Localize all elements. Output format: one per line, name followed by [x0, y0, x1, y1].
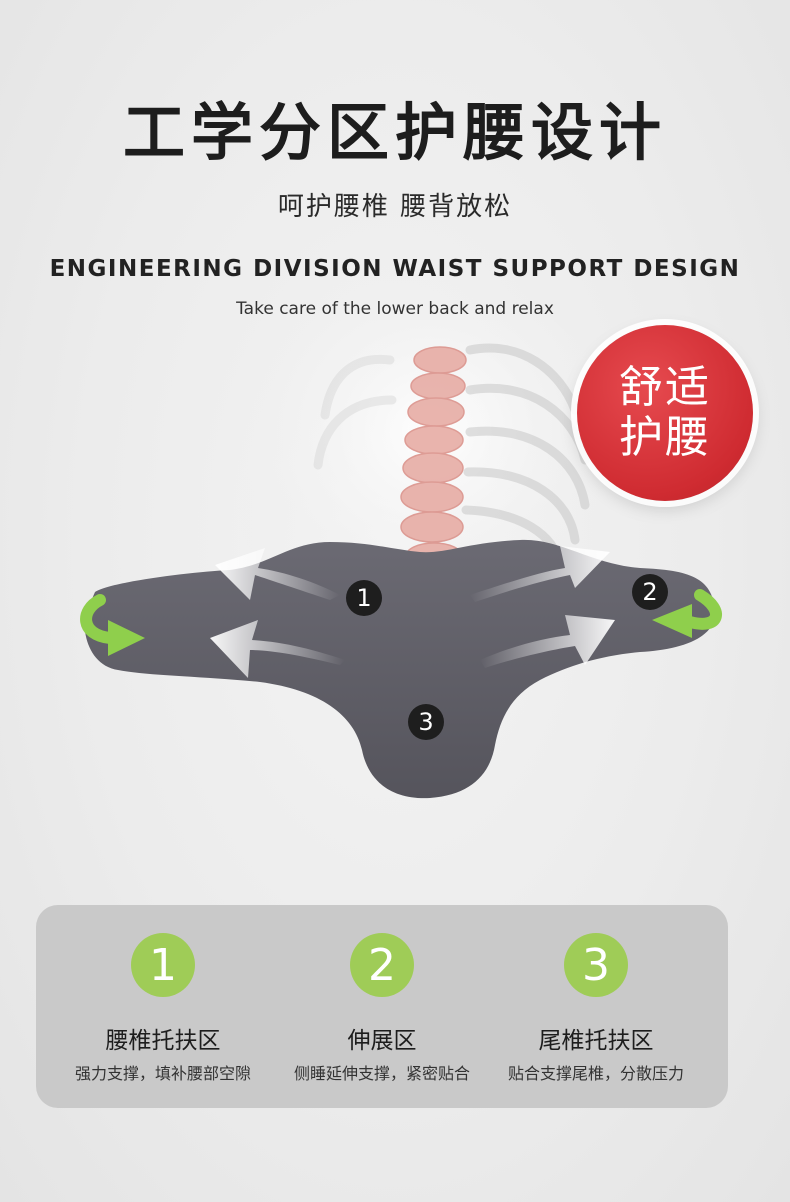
- green-rotation-arrow-left: [80, 594, 145, 656]
- lumbar-pillow: [84, 539, 716, 799]
- spine-illustration: [400, 346, 467, 570]
- zone-title: 伸展区: [347, 1028, 417, 1054]
- product-illustration: [80, 320, 722, 799]
- zone-number-badge: 3: [564, 933, 628, 997]
- zone-description: 贴合支撑尾椎，分散压力: [507, 1064, 684, 1083]
- comfort-badge: 舒适 护腰: [577, 325, 753, 501]
- badge-line-2: 护腰: [619, 412, 711, 463]
- badge-line-1: 舒适: [619, 362, 711, 413]
- zone-marker-1: 1: [346, 580, 382, 616]
- white-flow-arrow-upper-right: [470, 546, 610, 602]
- badge-text: 舒适 护腰: [615, 363, 715, 463]
- english-title: ENGINEERING DIVISION WAIST SUPPORT DESIG…: [49, 256, 741, 282]
- zone-title: 腰椎托扶区: [105, 1028, 221, 1054]
- english-subtitle: Take care of the lower back and relax: [236, 299, 554, 319]
- page-subtitle: 呵护腰椎 腰背放松: [277, 192, 513, 222]
- zone-description: 强力支撑，填补腰部空隙: [74, 1064, 251, 1083]
- white-flow-arrow-lower-left: [210, 620, 345, 678]
- zone-card-2: 2 伸展区 侧睡延伸支撑，紧密贴合: [267, 905, 497, 1108]
- zone-marker-2: 2: [632, 574, 668, 610]
- zone-number-badge: 2: [350, 933, 414, 997]
- white-flow-arrow-upper-left: [215, 548, 340, 600]
- zone-description: 侧睡延伸支撑，紧密贴合: [293, 1064, 470, 1083]
- green-rotation-arrow-right: [652, 589, 722, 638]
- zone-marker-3: 3: [408, 704, 444, 740]
- zone-info-panel: 1 腰椎托扶区 强力支撑，填补腰部空隙 2 伸展区 侧睡延伸支撑，紧密贴合 3 …: [36, 905, 728, 1108]
- zone-title: 尾椎托扶区: [538, 1028, 654, 1054]
- zone-number-badge: 1: [131, 933, 195, 997]
- page-title: 工学分区护腰设计: [122, 96, 667, 169]
- white-flow-arrow-lower-right: [480, 615, 615, 668]
- rib-cage-illustration: [313, 343, 590, 570]
- zone-card-3: 3 尾椎托扶区 贴合支撑尾椎，分散压力: [481, 905, 711, 1108]
- zone-card-1: 1 腰椎托扶区 强力支撑，填补腰部空隙: [48, 905, 278, 1108]
